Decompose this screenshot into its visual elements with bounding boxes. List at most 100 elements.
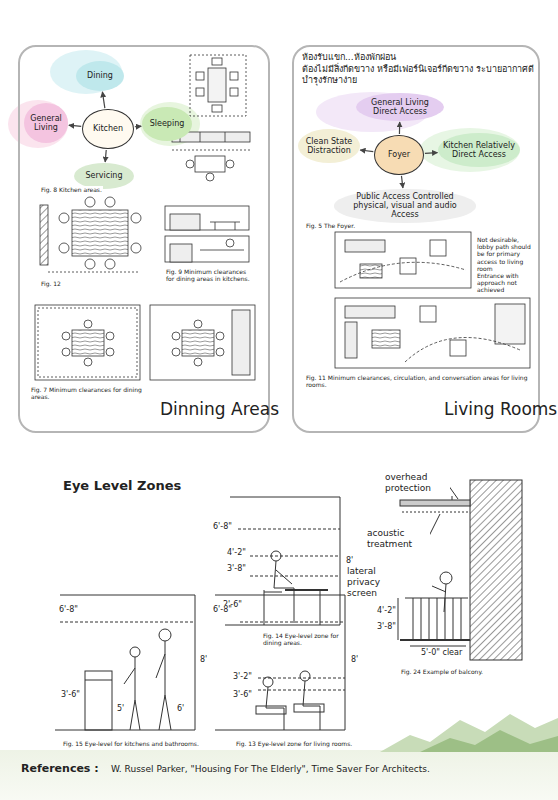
dimension-label: 3'-6" <box>60 690 81 700</box>
zone-bubble: General Living <box>24 103 68 143</box>
balcony-section <box>452 496 453 500</box>
living-eye-level-elevation <box>320 706 321 730</box>
balcony-section <box>402 512 470 513</box>
dimension-label: 4'-2" <box>226 548 247 558</box>
zone-name: Servicing <box>85 171 122 180</box>
figure-caption: Fig. 5 The Foyer. <box>305 222 356 229</box>
living-eye-level-elevation <box>303 681 305 706</box>
living-eye-level-elevation <box>258 690 345 691</box>
kitchen-dining-plan <box>206 173 214 181</box>
dining-eye-level-elevation <box>238 529 340 530</box>
relation-arrow <box>425 152 438 154</box>
panel-heading: ต้องไม่มีสิ่งกีดขวาง หรือมีเฟอร์นิเจอร์ก… <box>302 64 534 86</box>
dining-table-plan <box>48 272 140 273</box>
kitchen-eye-level-elevation <box>159 629 171 641</box>
dining-eye-level-elevation <box>274 588 294 589</box>
kitchen-elevations <box>215 222 216 230</box>
kitchen-elevations <box>226 239 234 247</box>
dining-room-plans <box>35 305 140 380</box>
living-room-plans <box>340 262 466 282</box>
living-room-plans <box>420 306 436 322</box>
living-room-plans <box>372 330 400 348</box>
balcony-section <box>410 646 466 647</box>
zone-name: General Living <box>29 114 63 132</box>
dining-table-plan <box>40 205 48 265</box>
relation-arrow <box>360 150 373 152</box>
living-room-plans <box>430 240 446 256</box>
dining-room-plans <box>216 348 224 356</box>
relation-arrow <box>105 150 106 162</box>
dining-eye-level-elevation <box>276 570 292 584</box>
living-eye-level-elevation <box>300 671 310 681</box>
panel-heading: ห้องรับแขก...ห้องพักผ่อน <box>302 52 534 63</box>
kitchen-dining-plan <box>186 160 194 168</box>
panel-heading: Dinning Areas <box>160 399 279 419</box>
footer-band <box>0 750 558 800</box>
living-room-plans <box>360 264 382 278</box>
figure-caption: Fig. 13 Eye-level zone for living rooms. <box>235 740 357 747</box>
kitchen-dining-plan <box>208 68 226 102</box>
zone-name: Public Access Controlled physical, visua… <box>339 192 471 220</box>
dining-room-plans <box>216 332 224 340</box>
kitchen-elevations <box>165 236 249 262</box>
kitchen-eye-level-elevation <box>60 595 195 596</box>
footer-band <box>380 714 558 752</box>
zone-bubble: Clean State Distraction <box>298 129 360 163</box>
zone-bubble: General Living Direct Access <box>356 93 444 121</box>
kitchen-dining-plan <box>230 88 238 96</box>
kitchen-dining-plan <box>230 72 238 80</box>
dining-eye-level-elevation <box>230 497 340 498</box>
dining-room-plans <box>62 332 70 340</box>
zone-bubble: Kitchen <box>82 109 134 149</box>
kitchen-dining-plan <box>200 132 201 142</box>
figure-caption: Fig. 9 Minimum clearances for dining are… <box>165 268 252 282</box>
relation-arrow <box>102 92 104 108</box>
kitchen-eye-level-elevation <box>85 680 112 681</box>
kitchen-eye-level-elevation <box>55 595 195 730</box>
living-room-plans <box>335 298 530 368</box>
living-eye-level-elevation <box>266 708 284 709</box>
kitchen-dining-plan <box>190 55 246 116</box>
balcony-section <box>413 598 461 640</box>
figure-caption: Entrance with approach not achieved <box>476 272 536 294</box>
dimension-label: 4'-2" <box>376 606 397 616</box>
kitchen-eye-level-elevation <box>60 622 195 623</box>
living-eye-level-elevation <box>263 677 273 687</box>
zone-name: Kitchen <box>93 124 123 133</box>
living-room-plans <box>400 258 416 274</box>
living-room-plans <box>405 338 520 363</box>
living-eye-level-elevation <box>284 708 285 730</box>
kitchen-eye-level-elevation <box>124 668 135 684</box>
kitchen-elevations <box>235 222 236 230</box>
dining-table-plan <box>105 259 115 269</box>
zone-name: Kitchen Relatively Direct Access <box>443 141 515 159</box>
kitchen-eye-level-elevation <box>156 654 165 678</box>
relation-arrow <box>69 125 81 126</box>
balcony-section <box>400 639 470 641</box>
dimension-label: 5' <box>116 704 125 714</box>
dining-table-plan <box>105 197 115 207</box>
dining-eye-level-elevation <box>294 588 295 623</box>
dining-room-plans <box>182 330 214 356</box>
dimension-label: 3'-8" <box>376 622 397 632</box>
kitchen-eye-level-elevation <box>135 700 140 730</box>
dining-room-plans <box>172 332 180 340</box>
dining-room-plans <box>35 305 255 380</box>
figure-caption: Fig. 7 Minimum clearances for dining are… <box>30 386 152 400</box>
dining-table-plan <box>131 213 141 223</box>
kitchen-eye-level-elevation <box>130 700 135 730</box>
dining-room-plans <box>38 308 137 377</box>
dimension-label: 8' <box>345 556 354 566</box>
footer-band <box>420 730 558 752</box>
kitchen-elevations <box>170 244 192 262</box>
kitchen-elevations <box>165 206 249 262</box>
living-eye-level-elevation <box>256 706 286 714</box>
dimension-label: 8' <box>199 655 208 665</box>
dimension-label: 6'-8" <box>212 605 233 615</box>
living-eye-level-elevation <box>345 595 346 730</box>
zone-bubble: Foyer <box>374 135 424 175</box>
dining-table-plan <box>40 197 141 272</box>
zone-name: General Living Direct Access <box>361 98 439 116</box>
dining-room-plans <box>106 348 114 356</box>
dimension-label: 8' <box>350 655 359 665</box>
